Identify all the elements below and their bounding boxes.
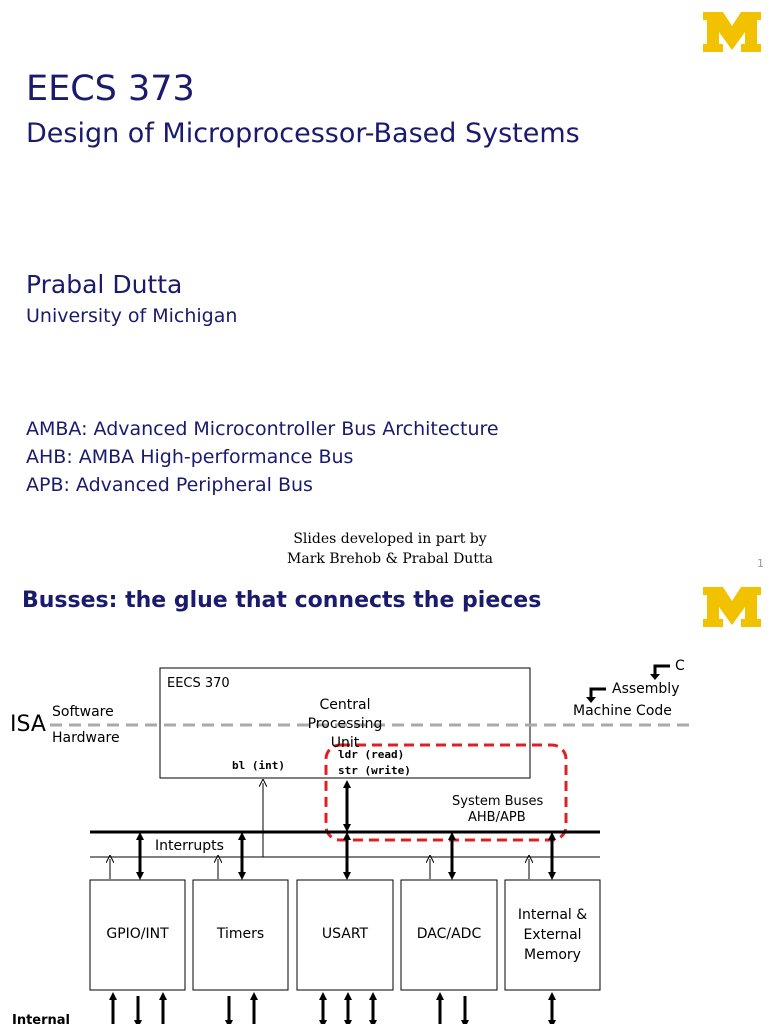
timers-label: Timers [216, 926, 265, 942]
dacadc-box [400, 879, 498, 991]
bus-diagram [50, 664, 692, 1024]
acronym-amba: AMBA: Advanced Microcontroller Bus Archi… [26, 418, 499, 440]
course-subtitle: Design of Microprocessor-Based Systems [26, 118, 580, 149]
credits-line-2: Mark Brehob & Prabal Dutta [287, 551, 493, 567]
interrupts-label: Interrupts [155, 838, 224, 854]
ldr-read-label: ldr (read) [338, 748, 405, 761]
internal-label: Internal [12, 1013, 71, 1028]
c-bent-arrow [653, 664, 670, 676]
block-m-logo-2 [703, 587, 761, 627]
software-label: Software [52, 704, 114, 720]
block-m-logo [703, 12, 761, 52]
author-name: Prabal Dutta [26, 270, 183, 299]
assembly-bent-arrow [589, 687, 606, 699]
gpio-box [89, 879, 186, 991]
usart-box [296, 879, 394, 991]
system-bus-highlight [324, 743, 568, 842]
hardware-label: Hardware [52, 730, 120, 746]
memory-box [504, 879, 601, 991]
course-title: EECS 373 [26, 69, 195, 109]
acronym-ahb: AHB: AMBA High-performance Bus [26, 446, 354, 468]
usart-label: USART [321, 926, 369, 942]
slide-2-title: Busses: the glue that connects the piece… [22, 588, 542, 613]
page-number: 1 [757, 557, 764, 570]
cpu-box [159, 667, 531, 779]
bl-int-label: bl (int) [232, 759, 285, 772]
affiliation: University of Michigan [26, 305, 238, 327]
dac-adc-label: DAC/ADC [416, 926, 482, 942]
timers-box [192, 879, 289, 991]
c-label: C [675, 658, 685, 674]
gpio-int-label: GPIO/INT [106, 926, 169, 942]
memory-label: Internal & External Memory [517, 907, 588, 963]
credits-line-1: Slides developed in part by [293, 531, 487, 547]
isa-label: ISA [10, 712, 46, 737]
assembly-label: Assembly [612, 681, 680, 697]
acronym-apb: APB: Advanced Peripheral Bus [26, 474, 313, 496]
machine-code-label: Machine Code [573, 703, 672, 719]
str-write-label: str (write) [338, 764, 411, 777]
cpu-box-label: EECS 370 [167, 676, 230, 691]
ahb-apb-label: AHB/APB [468, 810, 526, 825]
system-buses-label: System Buses [452, 794, 544, 809]
cpu-label: Central Processing Unit [307, 697, 383, 751]
